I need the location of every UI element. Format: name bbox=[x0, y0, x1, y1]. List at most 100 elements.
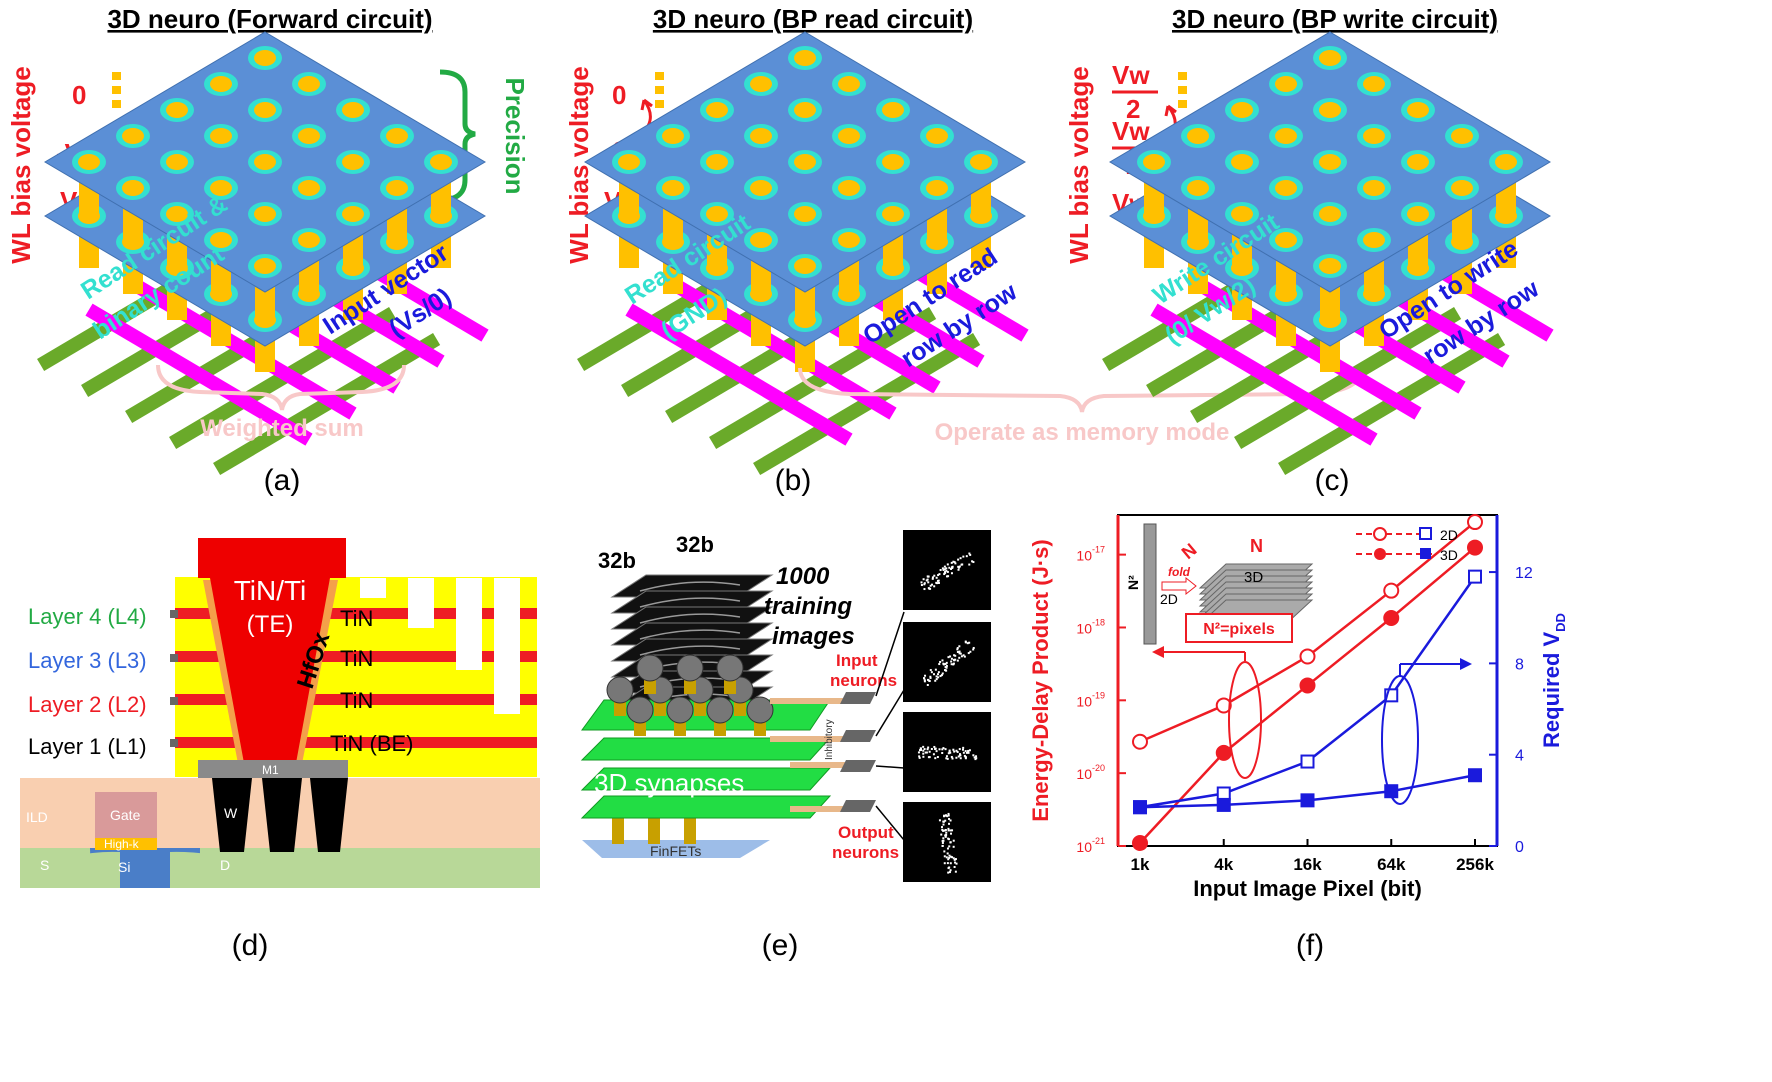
data-point bbox=[1467, 514, 1483, 531]
output-image bbox=[903, 712, 991, 792]
inset-3d: 3D bbox=[1244, 569, 1263, 586]
image-pixel bbox=[950, 657, 953, 660]
cell-core bbox=[254, 102, 276, 118]
tin-1: TiN (BE) bbox=[330, 731, 414, 756]
image-pixel bbox=[959, 754, 962, 757]
neuron-balls bbox=[606, 654, 774, 736]
panel-c-wl-label: WL bias voltage bbox=[1064, 66, 1094, 263]
image-pixel bbox=[934, 679, 937, 682]
image-pixel bbox=[963, 754, 966, 757]
image-pixel bbox=[942, 820, 945, 823]
data-point bbox=[1216, 797, 1231, 812]
synapse-layer bbox=[580, 795, 832, 819]
image-pixel bbox=[972, 561, 975, 564]
cell-core bbox=[926, 128, 948, 144]
image-pixel bbox=[923, 679, 926, 682]
image-pixel bbox=[964, 755, 967, 758]
image-pixel bbox=[969, 553, 972, 556]
image-pixel bbox=[941, 845, 944, 848]
image-pixel bbox=[950, 832, 953, 835]
training-label-1: 1000 bbox=[776, 563, 830, 590]
image-pixel bbox=[947, 829, 950, 832]
output-image bbox=[903, 802, 991, 882]
y-left-tick-label: 10 bbox=[1076, 766, 1092, 782]
image-pixel bbox=[928, 756, 931, 759]
image-pixel bbox=[949, 855, 952, 858]
neuron-stem bbox=[614, 700, 626, 716]
image-pixel bbox=[932, 753, 935, 756]
cell-core bbox=[794, 206, 816, 222]
data-point bbox=[1132, 834, 1148, 851]
data-point bbox=[1467, 539, 1483, 556]
image-pixel bbox=[938, 573, 941, 576]
panel-b-v-top: 0 bbox=[612, 80, 626, 110]
image-pixel bbox=[923, 583, 926, 586]
dots-marker bbox=[1178, 72, 1187, 108]
source-region bbox=[20, 851, 120, 888]
image-pixel bbox=[941, 841, 944, 844]
panel-c-v-top-num: Vw bbox=[1112, 60, 1150, 90]
image-pixel bbox=[953, 654, 956, 657]
image-pixel bbox=[935, 581, 938, 584]
panel-a-weighted-sum: Weighted sum bbox=[200, 415, 364, 442]
image-pixel bbox=[917, 751, 920, 754]
image-pixel bbox=[950, 567, 953, 570]
image-pixel bbox=[942, 663, 945, 666]
data-point bbox=[1215, 744, 1232, 761]
neuron-stem bbox=[654, 700, 666, 716]
image-pixel bbox=[959, 652, 962, 655]
cell-core bbox=[1275, 128, 1297, 144]
image-pixel bbox=[950, 561, 953, 564]
w-plug bbox=[212, 778, 252, 852]
image-trace bbox=[639, 581, 741, 592]
image-pixel bbox=[948, 866, 951, 869]
image-pixel bbox=[954, 562, 957, 565]
data-point bbox=[1133, 800, 1147, 815]
input-neurons-2: neurons bbox=[830, 671, 897, 690]
panel-e: 32b 32b 1000 training images FinFETs 3D … bbox=[580, 530, 991, 962]
cell-core bbox=[1495, 154, 1517, 170]
precision-brace bbox=[439, 69, 476, 203]
image-pixel bbox=[948, 566, 951, 569]
image-pixel bbox=[950, 663, 953, 666]
dots-marker bbox=[655, 72, 664, 108]
image-pixel bbox=[952, 663, 955, 666]
image-pixel bbox=[947, 656, 950, 659]
image-pixel bbox=[958, 748, 961, 751]
panel-a: 3D neuro (Forward circuit) WL bias volta… bbox=[6, 4, 530, 497]
image-pixel bbox=[943, 850, 946, 853]
image-pixel bbox=[932, 673, 935, 676]
inset-n-b: N bbox=[1250, 536, 1263, 556]
connector-lines bbox=[170, 610, 178, 747]
layer-lines bbox=[175, 608, 537, 748]
cell-core bbox=[254, 206, 276, 222]
image-pixel bbox=[942, 823, 945, 826]
image-pixel bbox=[929, 587, 932, 590]
image-pixel bbox=[927, 746, 930, 749]
panel-c: 3D neuro (BP write circuit) WL bias volt… bbox=[1064, 4, 1554, 497]
cell-core bbox=[386, 128, 408, 144]
panel-b-wl-label: WL bias voltage bbox=[564, 66, 594, 263]
legend-marker bbox=[1420, 548, 1431, 559]
image-pixel bbox=[949, 819, 952, 822]
image-pixel bbox=[965, 751, 968, 754]
image-pixel bbox=[942, 837, 945, 840]
pointer-lines bbox=[875, 611, 905, 841]
x-tick-label: 64k bbox=[1377, 855, 1406, 874]
cell-core bbox=[166, 206, 188, 222]
inset-arrow bbox=[1161, 576, 1197, 596]
image-pixel bbox=[962, 555, 965, 558]
image-pixel bbox=[959, 757, 962, 760]
image-pixel bbox=[948, 817, 951, 820]
y-left-tick-exp: -18 bbox=[1092, 617, 1105, 627]
image-pixel bbox=[971, 560, 974, 563]
crossbar-array-c bbox=[1102, 31, 1554, 476]
image-pixel bbox=[927, 581, 930, 584]
panel-d: TiN/Ti (TE) HfOx TiN TiN TiN TiN (BE) La… bbox=[20, 538, 540, 962]
inset-box bbox=[1185, 613, 1293, 643]
image-pixel bbox=[960, 655, 963, 658]
cell-core bbox=[794, 154, 816, 170]
image-pixel bbox=[968, 552, 971, 555]
image-pixel bbox=[931, 577, 934, 580]
cell-core bbox=[794, 102, 816, 118]
